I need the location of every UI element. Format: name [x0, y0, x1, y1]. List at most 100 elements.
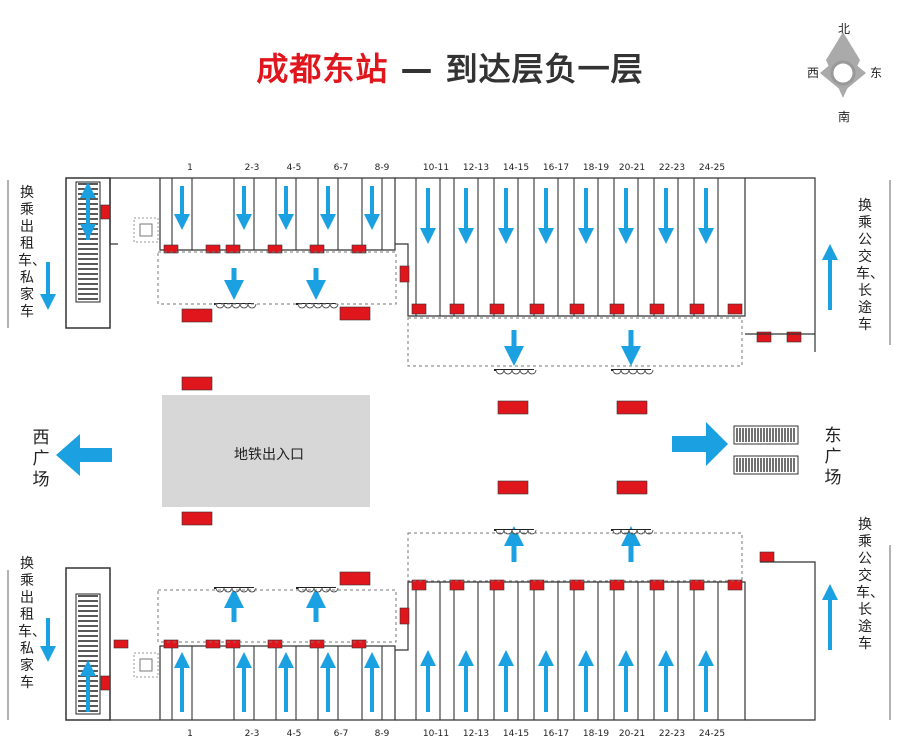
exit-marker — [689, 579, 705, 591]
exit-marker — [267, 639, 283, 649]
platform-block-bottom-right — [395, 581, 746, 721]
platform-number-bottom: 16-17 — [543, 729, 569, 739]
platform-edge-top-far-left — [109, 178, 118, 245]
ticket-gate-barrier — [313, 303, 323, 309]
hall-zone-top-left — [157, 251, 397, 305]
platform-number-top: 2-3 — [245, 163, 260, 173]
exit-marker — [759, 551, 775, 563]
ticket-gate-barrier — [620, 369, 630, 375]
exit-marker — [689, 303, 705, 315]
ticket-gate-barrier — [321, 303, 331, 309]
exit-marker — [351, 639, 367, 649]
exit-marker — [411, 303, 427, 315]
platform-block-top-left — [110, 177, 396, 251]
platform-number-top: 1 — [187, 163, 193, 173]
platform-number-top: 4-5 — [287, 163, 302, 173]
metro-entrance-label: 地铁出入口 — [234, 447, 304, 463]
elevator-icon — [133, 652, 159, 678]
compass-west: 西 — [807, 66, 820, 80]
platform-number-bottom: 8-9 — [375, 729, 390, 739]
exit-marker — [529, 579, 545, 591]
taxi-transfer-top-label: 换乘出租车、私家车 — [18, 185, 46, 320]
exit-marker — [609, 303, 625, 315]
exit-marker — [616, 400, 648, 415]
exit-marker — [616, 480, 648, 495]
exit-marker — [497, 400, 529, 415]
exit-marker — [449, 579, 465, 591]
exit-marker — [205, 639, 221, 649]
exit-marker — [649, 579, 665, 591]
platform-number-bottom: 10-11 — [423, 729, 449, 739]
ticket-gate-barrier — [215, 303, 225, 309]
platform-number-top: 14-15 — [503, 163, 529, 173]
ticket-gate-barrier — [628, 369, 638, 375]
west-square-label: 西广场 — [32, 428, 50, 490]
elevator-icon — [133, 217, 159, 243]
title-main: 成都东站 — [256, 50, 389, 88]
escalator-east — [733, 455, 799, 475]
exit-marker — [609, 579, 625, 591]
exit-marker — [100, 675, 111, 691]
exit-marker — [267, 244, 283, 254]
exit-marker — [163, 639, 179, 649]
platform-number-top: 8-9 — [375, 163, 390, 173]
platform-number-top: 16-17 — [543, 163, 569, 173]
compass-icon — [820, 32, 866, 98]
platform-number-top: 24-25 — [699, 163, 725, 173]
page-title: 成都东站 — 到达层负一层 — [0, 44, 900, 90]
ticket-gate-barrier — [503, 369, 513, 375]
ticket-gate-barrier — [527, 369, 537, 375]
ticket-gate-barrier — [223, 303, 233, 309]
bus-transfer-top-label: 换乘公交车、长途车 — [856, 198, 884, 333]
escalator-east — [733, 425, 799, 445]
exit-marker — [113, 639, 129, 649]
exit-marker — [489, 579, 505, 591]
exit-marker — [181, 376, 213, 391]
exit-marker — [497, 480, 529, 495]
bus-transfer-bottom-label: 换乘公交车、长途车 — [856, 517, 884, 652]
exit-marker — [351, 244, 367, 254]
exit-marker — [339, 306, 371, 321]
platform-edge-bottom-right — [745, 561, 816, 721]
platform-block-top-right — [395, 177, 746, 317]
exit-marker — [309, 244, 325, 254]
ticket-gate-barrier — [612, 369, 622, 375]
ticket-gate-barrier — [247, 303, 257, 309]
exit-marker — [399, 607, 410, 625]
platform-number-bottom: 18-19 — [583, 729, 609, 739]
exit-marker — [411, 579, 427, 591]
hall-zone-bottom-right — [407, 532, 743, 582]
title-sub: 到达层负一层 — [445, 50, 644, 88]
platform-number-bottom: 22-23 — [659, 729, 685, 739]
ticket-gate-barrier — [247, 587, 257, 593]
exit-marker — [163, 244, 179, 254]
platform-number-bottom: 4-5 — [287, 729, 302, 739]
exit-marker — [727, 579, 743, 591]
east-square-label: 东广场 — [824, 426, 842, 488]
exit-marker — [569, 303, 585, 315]
platform-number-bottom: 2-3 — [245, 729, 260, 739]
platform-number-top: 18-19 — [583, 163, 609, 173]
platform-number-top: 12-13 — [463, 163, 489, 173]
ticket-gate-barrier — [519, 369, 529, 375]
ticket-gate-barrier — [495, 369, 505, 375]
exit-marker — [225, 639, 241, 649]
exit-marker — [339, 571, 371, 586]
platform-block-bottom-left — [110, 645, 396, 721]
exit-marker — [489, 303, 505, 315]
platform-number-top: 20-21 — [619, 163, 645, 173]
platform-number-bottom: 20-21 — [619, 729, 645, 739]
ticket-gate-barrier — [305, 303, 315, 309]
exit-marker — [449, 303, 465, 315]
exit-marker — [569, 579, 585, 591]
platform-number-top: 6-7 — [334, 163, 349, 173]
exit-marker — [756, 331, 772, 343]
hall-zone-bottom-left — [157, 589, 397, 643]
ticket-gate-barrier — [239, 303, 249, 309]
platform-number-bottom: 24-25 — [699, 729, 725, 739]
compass-east: 东 — [870, 66, 883, 80]
compass-south: 南 — [838, 110, 851, 124]
exit-marker — [100, 204, 111, 220]
ticket-gate-barrier — [329, 303, 339, 309]
platform-number-top: 10-11 — [423, 163, 449, 173]
